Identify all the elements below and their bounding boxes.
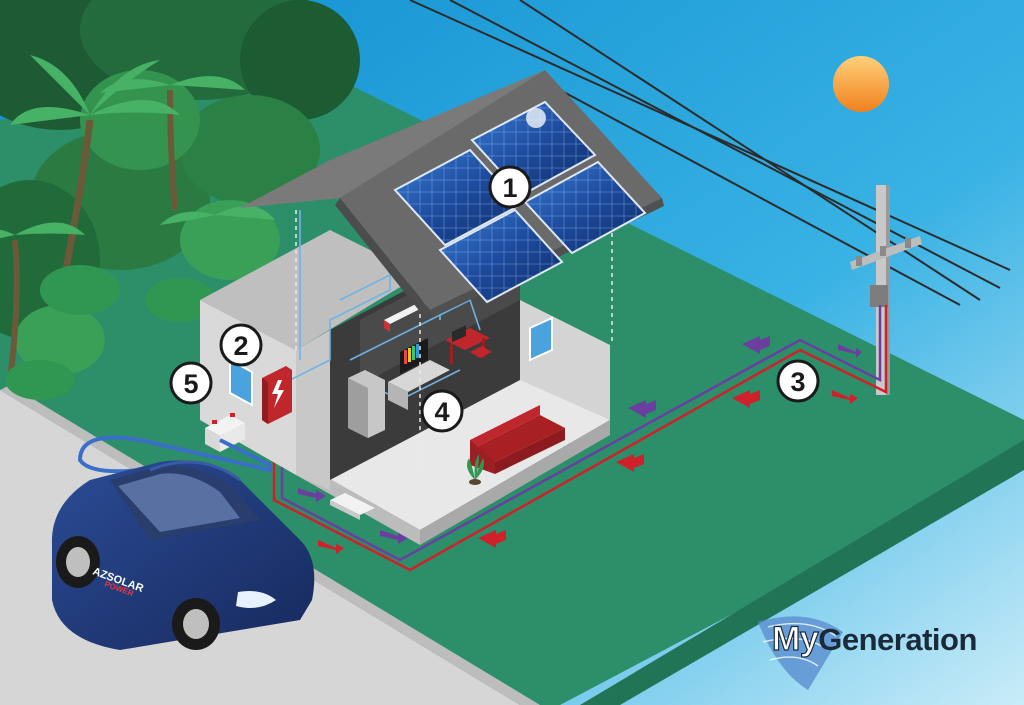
window — [229, 358, 253, 407]
grass-edge — [580, 440, 1024, 705]
roof-left — [240, 70, 545, 208]
mygeneration-logo: MyGeneration — [748, 612, 1018, 692]
callout-2: 2 — [219, 323, 263, 367]
logo-text: MyGeneration — [771, 619, 977, 659]
desk — [445, 328, 490, 350]
window — [529, 316, 553, 362]
plant — [467, 454, 484, 480]
callout-1: 1 — [488, 165, 532, 209]
house-attic — [200, 230, 420, 350]
arrow-red — [732, 390, 760, 408]
callout-label: 2 — [233, 331, 248, 361]
sofa — [470, 415, 565, 462]
counter — [388, 360, 450, 392]
arrow-red — [832, 390, 858, 404]
callout-5: 5 — [169, 361, 213, 405]
roof-guides — [295, 210, 613, 470]
grid-wiring — [272, 305, 888, 572]
house-floor — [296, 360, 610, 530]
callout-3: 3 — [776, 359, 820, 403]
arrow-purple — [628, 400, 656, 418]
solar-panel — [438, 208, 564, 304]
utility-pole — [850, 185, 922, 395]
appliances — [348, 298, 565, 485]
callout-4: 4 — [420, 389, 464, 433]
arrow-red — [616, 454, 644, 472]
arrow-red — [478, 530, 506, 548]
solar-panels — [393, 100, 647, 304]
logo-part-generation: Generation — [818, 622, 977, 657]
callout-label: 5 — [183, 369, 198, 399]
house-front-wall — [296, 330, 330, 490]
sun — [833, 56, 889, 112]
logo-part-my: My — [771, 619, 819, 658]
solar-panel — [393, 148, 522, 247]
callout-label: 3 — [790, 367, 805, 397]
arrow-red — [318, 540, 344, 554]
charging-cable — [77, 435, 272, 474]
flow-arrows — [298, 336, 862, 554]
callout-label: 4 — [434, 397, 449, 427]
electric-car: AZSOLAR POWER — [51, 460, 315, 650]
panel-glare — [526, 108, 546, 128]
arrow-purple — [380, 530, 408, 544]
solar-panel — [523, 160, 647, 255]
arrow-purple — [298, 488, 326, 502]
arrow-purple — [838, 344, 862, 358]
callout-label: 1 — [502, 173, 517, 203]
inverter-box — [262, 366, 292, 424]
logo-mark — [758, 616, 843, 690]
jungle-trees — [0, 0, 360, 400]
arrow-purple — [742, 336, 770, 354]
lightning-icon — [272, 380, 284, 408]
